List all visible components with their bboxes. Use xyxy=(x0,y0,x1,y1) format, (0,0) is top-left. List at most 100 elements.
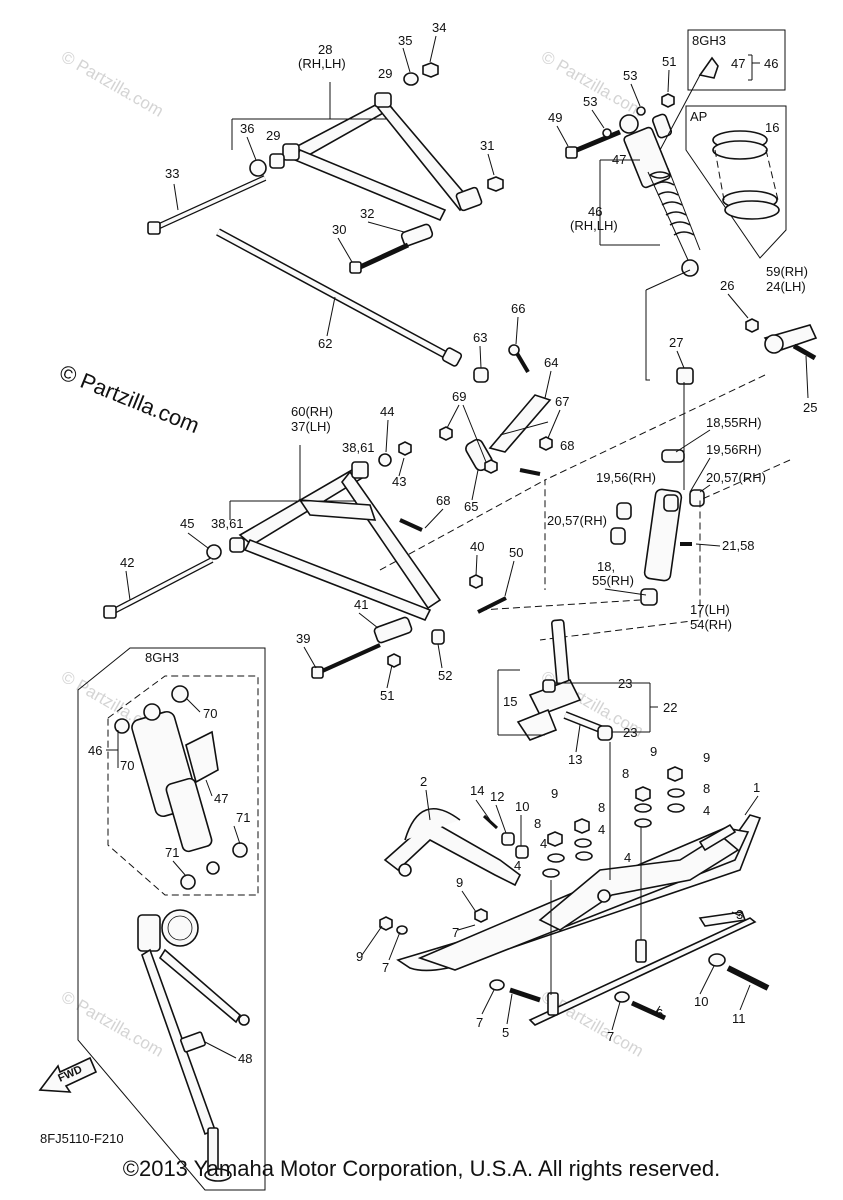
nut-69 xyxy=(484,459,498,474)
callout-4: 4 xyxy=(624,850,631,865)
dashed-link xyxy=(539,459,791,641)
callout-46: 46 xyxy=(764,56,778,71)
steering-arm xyxy=(745,318,818,361)
callout-4: 4 xyxy=(703,803,710,818)
callout-30: 30 xyxy=(332,222,346,237)
callout-7: 7 xyxy=(452,925,459,940)
bolt-33 xyxy=(147,175,267,235)
callout-66: 66 xyxy=(511,301,525,316)
nut-69 xyxy=(439,426,453,441)
callout-62: 62 xyxy=(318,336,332,351)
bushing-29 xyxy=(269,153,285,169)
callout-38-61: 38,61 xyxy=(211,516,244,531)
callout-26: 26 xyxy=(720,278,734,293)
callout-71: 71 xyxy=(165,845,179,860)
collar-41 xyxy=(373,616,413,644)
callout-8: 8 xyxy=(534,816,541,831)
callout-3: 3 xyxy=(736,907,743,922)
callout-65: 65 xyxy=(464,499,478,514)
callout-35: 35 xyxy=(398,33,412,48)
washer-45 xyxy=(206,544,222,560)
spindle-assembly xyxy=(497,619,658,741)
callout-18-55: 18,55RH) xyxy=(706,415,762,430)
callout-17: 17(LH) xyxy=(690,602,730,617)
dashed-link xyxy=(379,479,546,571)
inset-8gh3-top: 8GH3 47 46 xyxy=(659,29,786,151)
watermark: © Partzilla.com xyxy=(58,47,167,121)
washer-53 xyxy=(636,106,646,116)
callout-25: 25 xyxy=(803,400,817,415)
callout-47: 47 xyxy=(731,56,745,71)
callout-38-61: 38,61 xyxy=(342,440,375,455)
callout-34: 34 xyxy=(432,20,446,35)
callout-24: 24(LH) xyxy=(766,279,806,294)
callout-32: 32 xyxy=(360,206,374,221)
callout-60: 60(RH) xyxy=(291,404,333,419)
callout-7: 7 xyxy=(382,960,389,975)
callout-27: 27 xyxy=(669,335,683,350)
callout-20-57: 20,57(RH) xyxy=(547,513,607,528)
callout-4: 4 xyxy=(540,836,547,851)
bolt-50 xyxy=(477,596,507,614)
copyright-notice: ©2013 Yamaha Motor Corporation, U.S.A. A… xyxy=(122,1156,721,1181)
callout-36: 36 xyxy=(240,121,254,136)
inset-title: 8GH3 xyxy=(692,33,726,48)
callout-52: 52 xyxy=(438,668,452,683)
callout-9: 9 xyxy=(650,744,657,759)
callout-64: 64 xyxy=(544,355,558,370)
dashed-link xyxy=(479,599,641,611)
callout-41: 41 xyxy=(354,597,368,612)
callout-53: 53 xyxy=(623,68,637,83)
callout-45: 45 xyxy=(180,516,194,531)
steering-column xyxy=(610,367,705,606)
callout-15: 15 xyxy=(503,694,517,709)
callout-4: 4 xyxy=(598,822,605,837)
callout-39: 39 xyxy=(296,631,310,646)
callout-47: 47 xyxy=(214,791,228,806)
callout-9: 9 xyxy=(456,875,463,890)
callout-10: 10 xyxy=(515,799,529,814)
callout-68: 68 xyxy=(560,438,574,453)
callout-43: 43 xyxy=(392,474,406,489)
callout-23: 23 xyxy=(618,676,632,691)
fwd-arrow-icon: FWD xyxy=(38,1056,98,1093)
callout-51: 51 xyxy=(662,54,676,69)
callout-18: 18, xyxy=(597,559,615,574)
upper-a-arm xyxy=(231,82,483,222)
leader-lines xyxy=(125,35,809,1059)
callout-68: 68 xyxy=(436,493,450,508)
ski-hardware xyxy=(379,766,770,1021)
bolt-66 xyxy=(508,344,530,374)
inset-title: 8GH3 xyxy=(145,650,179,665)
callout-12: 12 xyxy=(490,789,504,804)
callout-19-56: 19,56(RH) xyxy=(596,470,656,485)
bracket-64 xyxy=(488,394,552,453)
callout-71: 71 xyxy=(236,810,250,825)
callout-1: 1 xyxy=(753,780,760,795)
washer-36 xyxy=(249,159,267,177)
callout-labels: 28 (RH,LH) 29 29 35 34 36 33 31 32 30 62… xyxy=(88,20,817,1066)
callout-9: 9 xyxy=(703,750,710,765)
callout-49: 49 xyxy=(548,110,562,125)
nut-51 xyxy=(387,653,401,668)
shaft-62 xyxy=(216,228,463,367)
watermark: © Partzilla.com xyxy=(58,987,167,1061)
pin-52 xyxy=(431,629,445,645)
callout-40: 40 xyxy=(470,539,484,554)
washer-35 xyxy=(403,72,419,86)
bushing-63 xyxy=(473,367,489,383)
callout-8: 8 xyxy=(703,781,710,796)
callout-9: 9 xyxy=(551,786,558,801)
bolt-39 xyxy=(311,643,381,679)
inset-ap: AP 16 xyxy=(685,105,787,259)
diagram-code: 8FJ5110-F210 xyxy=(40,1131,124,1146)
callout-6: 6 xyxy=(656,1006,663,1021)
callout-29: 29 xyxy=(266,128,280,143)
callout-47: 47 xyxy=(612,152,626,167)
bolt-42 xyxy=(103,557,214,619)
collar-32 xyxy=(400,223,434,247)
bolt-30 xyxy=(349,242,410,274)
partzilla-watermark: © Partzilla.com xyxy=(56,359,203,438)
callout-54: 54(RH) xyxy=(690,617,732,632)
callout-10: 10 xyxy=(694,994,708,1009)
